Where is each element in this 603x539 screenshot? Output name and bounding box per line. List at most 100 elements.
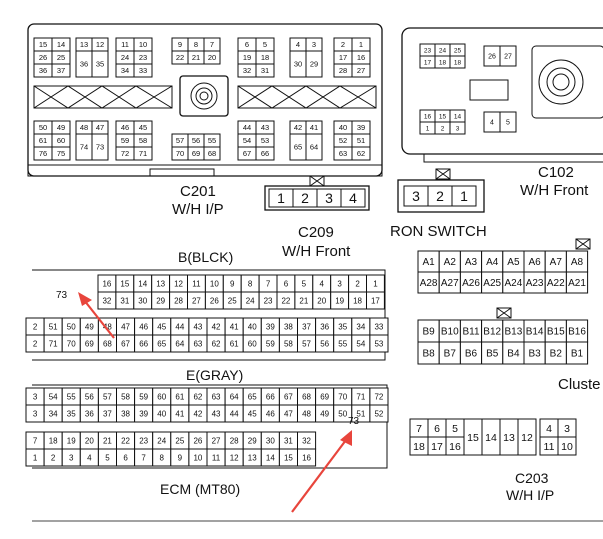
b-blck-pin-label: 47: [121, 322, 130, 331]
e-gray-pin-label: 32: [302, 436, 311, 445]
b-blck-pin-label: 45: [157, 322, 166, 331]
c203-location: W/H I/P: [506, 487, 554, 503]
c201-pin-label: 13: [80, 40, 88, 49]
c102-pin-label: 17: [424, 59, 432, 66]
e-gray-pin-cell: [297, 448, 317, 467]
c201-pin-label: 19: [243, 53, 251, 62]
b-blck-pin-label: 4: [320, 279, 325, 288]
e-gray-pin-label: 6: [123, 453, 128, 462]
c201-pin-label: 21: [192, 53, 200, 62]
c201-pin-label: 30: [294, 60, 302, 69]
c201-pin-cell: [305, 50, 323, 78]
c201-pin-label: 64: [310, 143, 318, 152]
c201-pin-cell: [203, 146, 221, 161]
c201-pin-label: 28: [339, 66, 347, 75]
cluster-pin-label: A3: [465, 257, 478, 268]
cluster-pin-label: B16: [568, 327, 586, 338]
b-blck-pin-label: 53: [374, 339, 383, 348]
c201-pin-cell: [255, 146, 275, 161]
e-gray-pin-label: 57: [103, 392, 112, 401]
b-blck-pin-label: 60: [248, 339, 257, 348]
cluster-pin-label: B3: [528, 349, 541, 360]
c201-pin-label: 53: [261, 136, 269, 145]
c201-pin-label: 9: [178, 40, 182, 49]
b-blck-pin-label: 59: [266, 339, 275, 348]
cluster-pin-label: B10: [441, 327, 459, 338]
ron-pin-label: 2: [436, 188, 444, 204]
b-blck-pin-label: 25: [228, 296, 237, 305]
e-gray-pin-label: 37: [103, 409, 112, 418]
c201-pin-label: 61: [39, 136, 47, 145]
e-gray-pin-label: 22: [121, 436, 130, 445]
e-gray-pin-label: 27: [212, 436, 221, 445]
c203-name: C203: [515, 470, 549, 486]
e-gray-pin-label: 10: [193, 453, 202, 462]
c201-pin-label: 49: [57, 123, 65, 132]
c102-pin-label: 18: [454, 59, 462, 66]
b-blck-pin-label: 58: [284, 339, 293, 348]
e-gray-pin-label: 28: [230, 436, 239, 445]
ron-pin-label: 3: [412, 188, 420, 204]
c102-location: W/H Front: [520, 182, 589, 199]
b-blck-pin-label: 34: [356, 322, 365, 331]
b-blck-pin-label: 12: [174, 279, 183, 288]
b-blck-pin-label: 15: [120, 279, 129, 288]
e-gray-pin-label: 7: [33, 436, 38, 445]
b-blck-pin-label: 69: [85, 339, 94, 348]
b-blck-pin-label: 23: [264, 296, 273, 305]
b-blck-pin-label: 7: [266, 279, 271, 288]
c209-pin-label: 3: [325, 190, 333, 206]
c102-pin-label: 1: [426, 125, 430, 132]
c203-pin-label: 13: [503, 432, 515, 444]
b-blck-pin-label: 57: [302, 339, 311, 348]
e-gray-pin-label: 34: [49, 409, 58, 418]
c201-pin-label: 67: [243, 149, 251, 158]
c201-pin-label: 52: [339, 136, 347, 145]
b-blck-pin-label: 2: [355, 279, 360, 288]
c102-name: C102: [538, 164, 574, 181]
b-blck-pin-cell: [366, 291, 385, 310]
b-blck-pin-label: 27: [192, 296, 201, 305]
c209-pin-label: 4: [349, 190, 357, 206]
c201-pin-label: 33: [139, 66, 147, 75]
c201-pin-label: 54: [243, 136, 251, 145]
c201-pin-label: 6: [245, 40, 249, 49]
b-blck-pin-label: 36: [320, 322, 329, 331]
b-blck-pin-label: 50: [67, 322, 76, 331]
c201-pin-cell: [133, 146, 153, 161]
b-blck-pin-label: 65: [157, 339, 166, 348]
c201-pin-cell: [51, 146, 71, 161]
cluster-pin-label: B11: [462, 327, 479, 338]
e-gray-label: E(GRAY): [186, 367, 243, 383]
e-gray-pin-label: 26: [193, 436, 202, 445]
e-gray-pin-label: 13: [248, 453, 257, 462]
cluster-pin-label: A22: [547, 278, 565, 289]
c201-pin-label: 42: [294, 123, 302, 132]
b-blck-pin-label: 22: [281, 296, 290, 305]
c201-pin-label: 47: [96, 123, 104, 132]
cluster-pin-label: B7: [444, 349, 457, 360]
c203-pin-label: 6: [434, 423, 440, 435]
c102-pin-label: 3: [456, 125, 460, 132]
c203-pin-label: 17: [431, 441, 443, 453]
c203-pin-label: 10: [561, 441, 573, 453]
e-gray-pin-label: 23: [139, 436, 148, 445]
b-blck-pin-cell: [369, 334, 389, 353]
c201-pin-label: 16: [357, 53, 365, 62]
b-blck-pin-label: 70: [67, 339, 76, 348]
c102-pin-label: 16: [424, 113, 432, 120]
b-blck-pin-label: 55: [338, 339, 347, 348]
b-blck-pin-label: 33: [374, 322, 383, 331]
ron-switch-label: RON SWITCH: [390, 223, 487, 240]
e-gray-pin-label: 62: [193, 392, 202, 401]
callout-e-pin: 73: [348, 416, 360, 427]
c201-pin-label: 59: [121, 136, 129, 145]
c201-pin-label: 31: [261, 66, 269, 75]
cluster-pin-label: B12: [483, 327, 501, 338]
c201-pin-label: 60: [57, 136, 65, 145]
